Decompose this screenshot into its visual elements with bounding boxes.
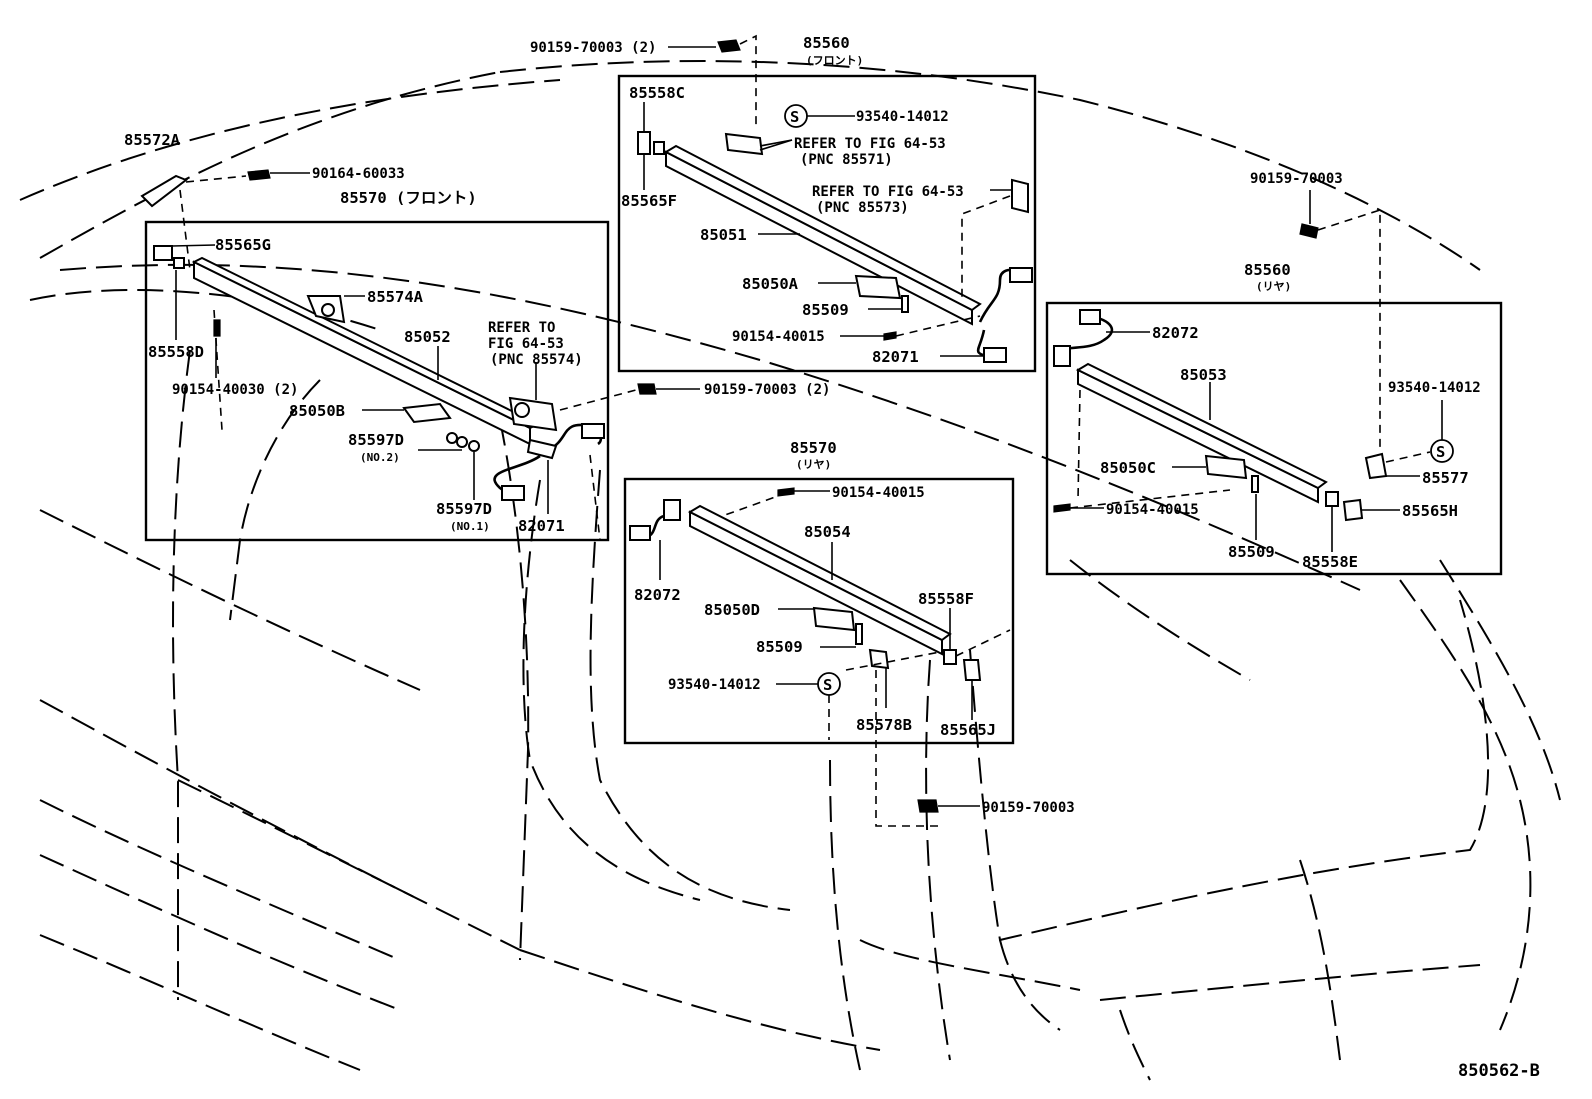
label-85558F: 85558F xyxy=(918,590,974,608)
label-93540-14012-c: 93540-14012 xyxy=(668,677,761,693)
label-85565J: 85565J xyxy=(940,721,996,739)
label-90154-40015-b: 90154-40015 xyxy=(1106,502,1199,518)
s-symbol-c-text: S xyxy=(823,676,832,694)
label-85560-front: 85560 xyxy=(803,34,850,52)
label-93540-14012-b: 93540-14012 xyxy=(1388,380,1481,396)
label-85053: 85053 xyxy=(1180,366,1227,384)
label-85051: 85051 xyxy=(700,226,747,244)
label-no2: (NO.2) xyxy=(360,451,400,464)
s-symbol-b-text: S xyxy=(1436,443,1445,461)
group-box-85560-front xyxy=(617,74,1037,373)
label-85597D-no1: 85597D xyxy=(436,500,492,518)
group-box-85570-rear xyxy=(623,477,1015,745)
label-82071-b: 82071 xyxy=(518,517,565,535)
label-refer-a2: (PNC 85571) xyxy=(800,152,893,168)
label-85597D-no2: 85597D xyxy=(348,431,404,449)
label-85570-front: 85570 (フロント) xyxy=(340,189,477,207)
label-90159-70003-2-mid: 90159-70003 (2) xyxy=(704,382,830,398)
label-85050C: 85050C xyxy=(1100,459,1156,477)
label-90159-70003-right: 90159-70003 xyxy=(1250,171,1343,187)
group-85570-rear-parts xyxy=(629,487,1011,827)
label-85560-rear: 85560 xyxy=(1244,261,1291,279)
label-82071-a: 82071 xyxy=(872,348,919,366)
group-box-85560-rear xyxy=(1045,301,1503,576)
label-90164-60033: 90164-60033 xyxy=(312,166,405,182)
label-85509-b: 85509 xyxy=(1228,543,1275,561)
label-no1: (NO.1) xyxy=(450,520,490,533)
label-85565H: 85565H xyxy=(1402,502,1458,520)
screw-90159-70003-2-mid xyxy=(559,383,700,411)
group-box-85570-front xyxy=(144,220,610,542)
s-symbol-a-text: S xyxy=(790,108,799,126)
label-82072-a: 82072 xyxy=(1152,324,1199,342)
label-refer-c1: REFER TO xyxy=(488,320,555,336)
screw-90159-70003-bottom xyxy=(917,799,980,813)
label-85558C: 85558C xyxy=(629,84,685,102)
s-symbol-a: S xyxy=(784,104,855,128)
label-refer-b1: REFER TO FIG 64-53 xyxy=(812,184,964,200)
group-85560-rear-parts xyxy=(1053,190,1443,552)
label-85050A: 85050A xyxy=(742,275,799,293)
label-85558D: 85558D xyxy=(148,343,204,361)
label-90159-70003-bottom: 90159-70003 xyxy=(982,800,1075,816)
label-85565F: 85565F xyxy=(621,192,677,210)
part-labels: 90159-70003 (2) 85560 (フロント) 85558C 9354… xyxy=(124,34,1540,1081)
label-90154-40030-2: 90154-40030 (2) xyxy=(172,382,298,398)
label-85572A: 85572A xyxy=(124,131,181,149)
label-93540-14012-a: 93540-14012 xyxy=(856,109,949,125)
label-90154-40015-a: 90154-40015 xyxy=(732,329,825,345)
label-85560-rear-sub: (リヤ) xyxy=(1256,280,1291,293)
label-85570-rear: 85570 xyxy=(790,439,837,457)
label-refer-c3: (PNC 85574) xyxy=(490,352,583,368)
label-85574A: 85574A xyxy=(367,288,424,306)
label-85054: 85054 xyxy=(804,523,851,541)
label-85558E: 85558E xyxy=(1302,553,1358,571)
label-refer-a1: REFER TO FIG 64-53 xyxy=(794,136,946,152)
label-90159-70003-2-top: 90159-70003 (2) xyxy=(530,40,656,56)
vehicle-body-outline xyxy=(19,60,1561,1081)
label-85509-a: 85509 xyxy=(802,301,849,319)
label-85578B: 85578B xyxy=(856,716,912,734)
label-refer-c2: FIG 64-53 xyxy=(488,336,564,352)
label-85577: 85577 xyxy=(1422,469,1469,487)
label-85509-c: 85509 xyxy=(756,638,803,656)
label-85052: 85052 xyxy=(404,328,451,346)
label-90154-40015-c: 90154-40015 xyxy=(832,485,925,501)
label-refer-b2: (PNC 85573) xyxy=(816,200,909,216)
group-85560-front-parts xyxy=(637,34,1033,363)
label-82072-b: 82072 xyxy=(634,586,681,604)
label-85050D: 85050D xyxy=(704,601,760,619)
label-85050B: 85050B xyxy=(289,402,345,420)
s-symbol-c: S xyxy=(817,672,841,740)
diagram-id: 850562-B xyxy=(1458,1061,1540,1081)
s-symbol-b: S xyxy=(1430,439,1454,463)
label-85570-rear-sub: (リヤ) xyxy=(796,458,831,471)
group-85570-front-parts xyxy=(140,169,605,541)
label-85560-front-sub: (フロント) xyxy=(806,54,863,67)
label-85565G: 85565G xyxy=(215,236,271,254)
